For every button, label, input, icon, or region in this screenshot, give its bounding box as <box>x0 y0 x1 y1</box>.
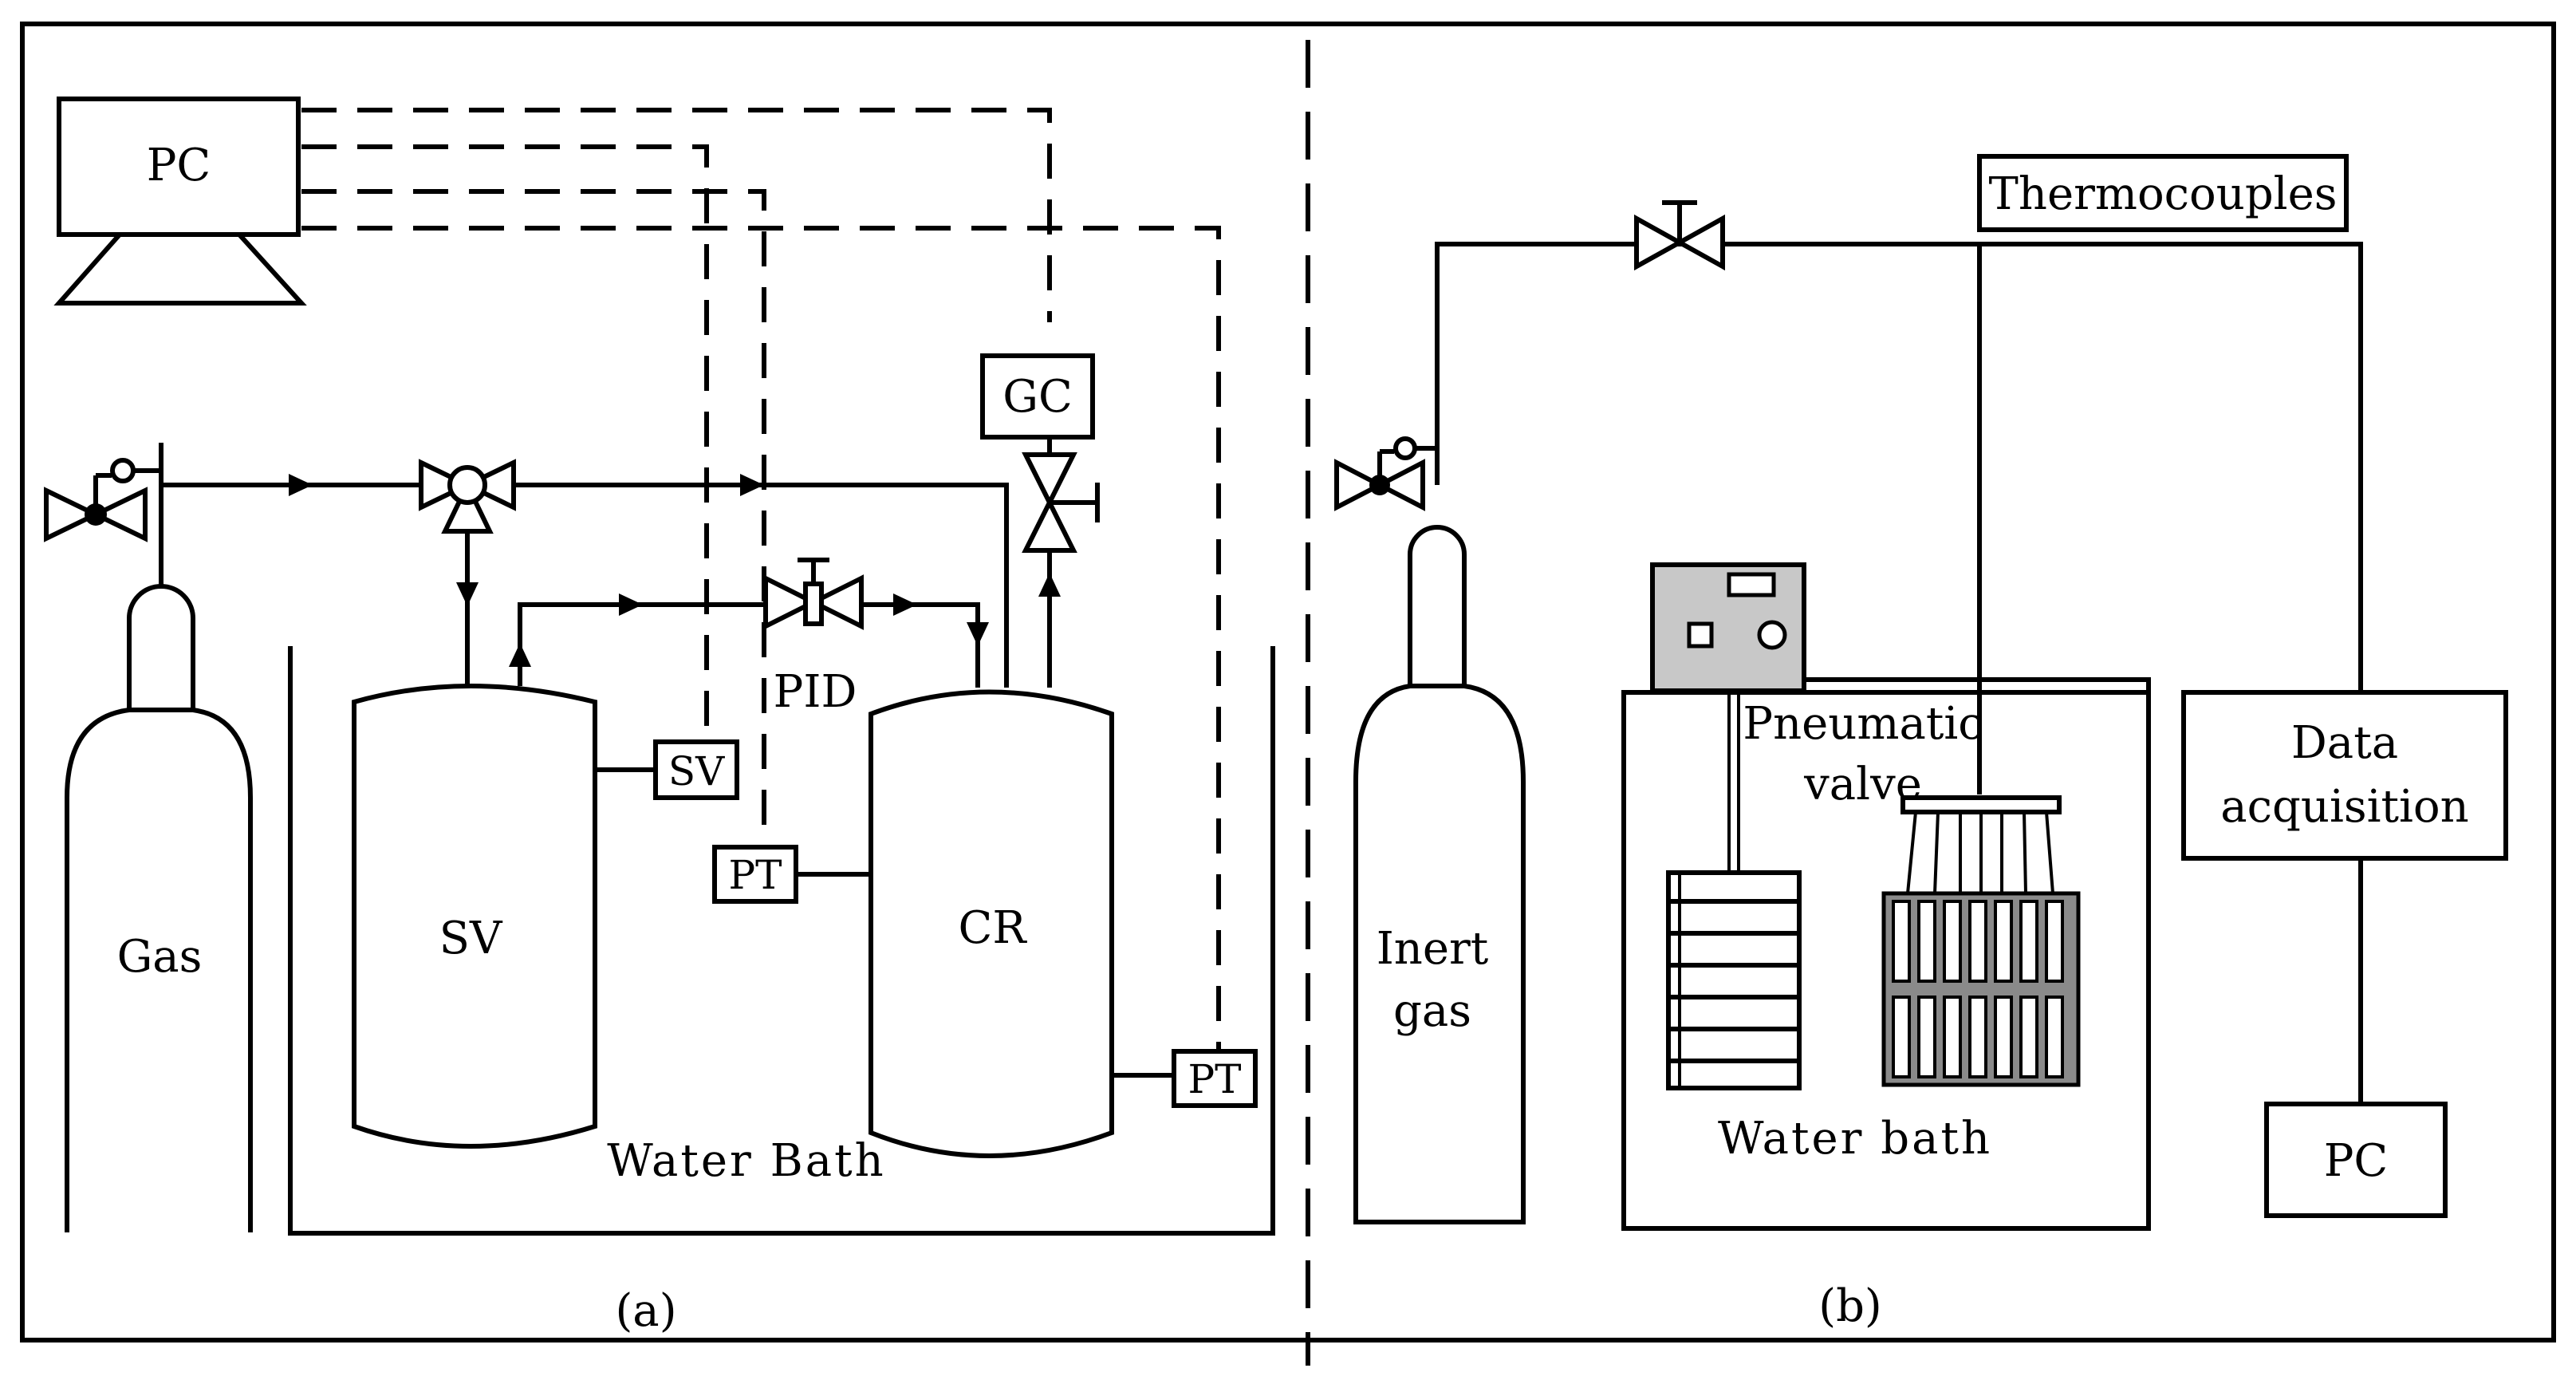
sample-rack <box>1666 870 1802 1090</box>
inert-gas-label-1: Inert <box>1377 923 1489 975</box>
cylinder-valve-b <box>1334 436 1437 511</box>
cylinder-valve-a <box>44 458 161 542</box>
water-bath-b <box>1621 690 2151 1231</box>
pid-label: PID <box>774 666 857 718</box>
pc-label-b: PC <box>2324 1135 2389 1187</box>
water-bath-a <box>288 646 1275 1236</box>
gc-valve <box>1022 437 1100 553</box>
pid-valve: PID <box>763 558 864 718</box>
pc-label-a: PC <box>147 140 211 191</box>
data-acquisition-label-1: Data <box>2291 717 2398 769</box>
pt-lower-label: PT <box>1188 1056 1242 1102</box>
water-bath-label-b: Water bath <box>1718 1113 1992 1165</box>
storage-vessel: SV <box>352 684 597 1149</box>
gc-label: GC <box>1002 371 1073 423</box>
cr-vessel-label: CR <box>958 902 1027 954</box>
pt-upper-box <box>712 845 798 904</box>
pt-lower-box <box>1172 1049 1258 1108</box>
water-bath-label-a: Water Bath <box>607 1135 885 1187</box>
sv-sensor-label: SV <box>668 748 725 794</box>
sv-vessel-label: SV <box>439 913 503 964</box>
inert-gas-cylinder: Inert gas <box>1353 525 1526 1224</box>
cooling-reactor: CR <box>869 689 1114 1158</box>
inert-gas-label-2: gas <box>1393 985 1471 1037</box>
thermocouple-probes <box>1881 795 2081 1087</box>
thermocouples-box <box>1977 154 2349 232</box>
caption-a: (a) <box>615 1285 676 1337</box>
sv-sensor-box <box>653 739 739 800</box>
inert-line-valve <box>1634 200 1725 271</box>
pc-monitor-a: PC <box>53 97 307 306</box>
three-way-valve <box>419 459 516 534</box>
pt-upper-label: PT <box>729 852 782 898</box>
panel-b: Thermocouples Inert gas W <box>1334 154 2508 1332</box>
pneumatic-controller <box>1650 562 1806 693</box>
outer-frame <box>20 22 2556 1342</box>
gas-cylinder: Gas <box>65 584 253 1232</box>
pc-box-b <box>2264 1102 2448 1218</box>
gas-label: Gas <box>117 931 203 983</box>
pneumatic-valve-label-1: Pneumatic <box>1743 698 1983 750</box>
panel-a: PC Gas <box>44 97 1275 1337</box>
caption-b: (b) <box>1818 1280 1882 1332</box>
gc-box <box>980 353 1095 440</box>
data-acquisition-box <box>2181 690 2508 861</box>
data-acquisition-label-2: acquisition <box>2220 781 2468 833</box>
thermocouples-label: Thermocouples <box>1989 168 2338 220</box>
